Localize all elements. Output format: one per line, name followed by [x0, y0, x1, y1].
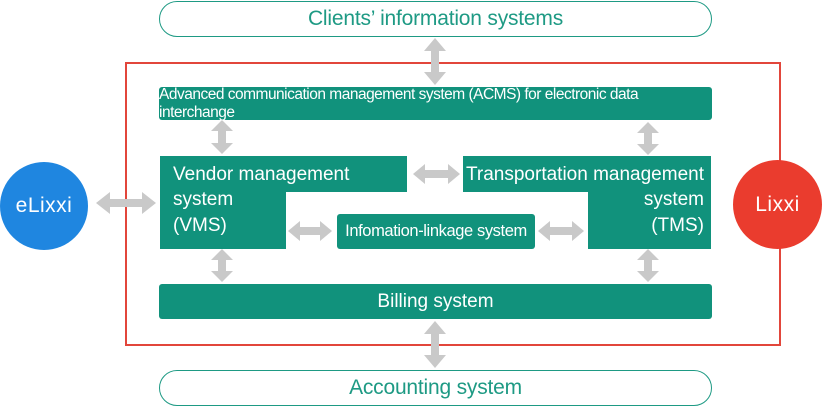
vms-label-line2: system	[173, 189, 234, 210]
acms-box: Advanced communication management system…	[159, 85, 712, 121]
acms-label: Advanced communication management system…	[159, 85, 639, 121]
arrow-vms-billing	[211, 249, 233, 282]
tms-label-line3: (TMS)	[651, 215, 704, 236]
clients-information-systems-label: Clients’ information systems	[307, 7, 564, 30]
elixxi-label: eLixxi	[15, 194, 73, 217]
vms-box	[160, 156, 407, 249]
tms-label-line2: system	[643, 189, 704, 210]
arrow-linkage-tms	[538, 221, 584, 241]
arrow-billing-accounting	[424, 321, 446, 368]
arrow-clients-acms	[424, 38, 446, 85]
lixxi-circle: Lixxi	[733, 160, 822, 249]
tms-box	[463, 156, 711, 249]
vms-label-line1: Vendor management	[173, 164, 350, 185]
information-linkage-label: Infomation-linkage system	[345, 222, 527, 240]
vms-label-line3: (VMS)	[173, 215, 227, 236]
elixxi-circle: eLixxi	[0, 162, 88, 250]
arrow-tms-billing	[637, 249, 659, 282]
arrow-acms-tms	[637, 122, 659, 155]
accounting-system-label: Accounting system	[349, 376, 522, 399]
accounting-system-box: Accounting system	[159, 370, 712, 406]
billing-system-label: Billing system	[377, 290, 494, 312]
lixxi-label: Lixxi	[755, 192, 800, 216]
arrow-elixxi-vms	[96, 192, 156, 214]
tms-label-line1: Transportation management	[466, 164, 704, 185]
arrow-acms-vms	[211, 120, 233, 154]
billing-system-box: Billing system	[159, 284, 712, 319]
information-linkage-box: Infomation-linkage system	[337, 214, 535, 249]
clients-information-systems-box: Clients’ information systems	[159, 1, 712, 37]
arrow-vms-tms	[413, 164, 460, 184]
arrow-vms-linkage	[288, 221, 332, 241]
